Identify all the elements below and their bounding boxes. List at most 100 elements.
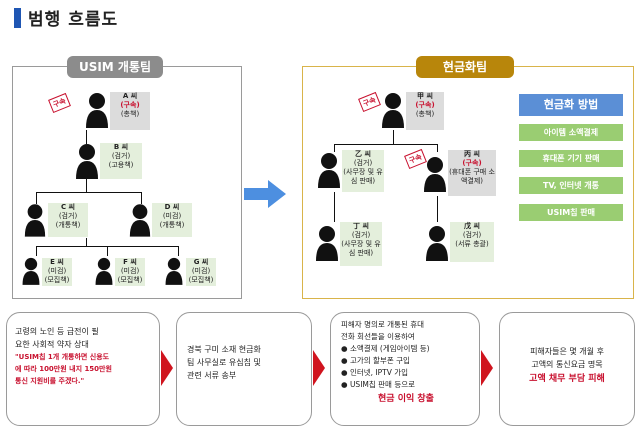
person-icon (165, 257, 183, 285)
member-status: (구속) (120, 101, 140, 109)
connector (178, 246, 179, 256)
member-card-a: A 씨 (구속) (총책) (110, 92, 150, 130)
flow-quote: 에 따라 100만원 내지 150만원 (15, 365, 112, 373)
connector (437, 144, 438, 152)
flow-text: 관련 서류 송부 (187, 371, 237, 380)
member-name: 丙 씨 (464, 150, 480, 158)
member-status: (미검) (162, 212, 182, 220)
member-name: 乙 씨 (355, 150, 371, 158)
member-card-eul: 乙 씨 (검거) (사무장 및 유심 판매) (342, 150, 384, 192)
member-role: (총책) (415, 110, 435, 118)
flow-result: 현금 이익 창출 (378, 394, 434, 404)
member-card-e: E 씨 (미검) (모집책) (42, 258, 72, 286)
member-card-jeong: 丁 씨 (검거) (사무장 및 유심 판매) (340, 222, 382, 266)
member-status: (미검) (47, 267, 67, 275)
flow-text: 고령의 노인 등 급전이 필 (15, 327, 99, 336)
member-card-f: F 씨 (미검) (모집책) (115, 258, 145, 286)
flow-step-4: 피해자들은 몇 개월 후 고액의 통신요금 명목 고액 채무 부담 피해 (499, 312, 635, 426)
member-status: (미검) (120, 267, 140, 275)
flow-chevron-icon (313, 350, 325, 386)
connector (393, 130, 394, 144)
flow-step-1: 고령의 노인 등 급전이 필 요한 사회적 약자 상대 "USIM칩 1개 개통… (6, 312, 160, 426)
member-name: 戊 씨 (464, 222, 480, 230)
flow-step-2: 경북 구미 소재 현금화 팀 사무실로 유심칩 및 관련 서류 송부 (176, 312, 312, 426)
cash-method-title: 현금화 방법 (519, 94, 623, 116)
flow-chevron-icon (481, 350, 493, 386)
member-role: (개통책) (55, 221, 81, 229)
member-name: 丁 씨 (353, 222, 369, 230)
member-name: G 씨 (193, 258, 209, 266)
member-role: (휴대폰 구매 소액결제) (449, 168, 495, 185)
member-name: C 씨 (60, 203, 75, 211)
member-card-g: G 씨 (미검) (모집책) (186, 258, 216, 286)
flow-bullet: ● 소액결제 (게임아이템 등) (341, 344, 430, 353)
member-role: (서류 총괄) (455, 240, 489, 248)
flow-text: 요한 사회적 약자 상대 (15, 340, 89, 349)
member-name: D 씨 (164, 203, 180, 211)
member-card-gap: 甲 씨 (구속) (총책) (406, 92, 444, 130)
person-icon (95, 257, 113, 285)
flow-bullet: ● 인터넷, IPTV 가입 (341, 368, 409, 377)
cash-method-item: USIM칩 판매 (519, 204, 623, 221)
flow-text: 요한 사회적 약자 상대 (15, 338, 151, 351)
person-icon (426, 226, 448, 261)
flow-text: 인터넷, IPTV 가입 (349, 368, 409, 377)
person-icon (382, 93, 404, 128)
flow-text: 피해자 명의로 개통된 휴대 (341, 320, 425, 329)
member-name: 甲 씨 (417, 92, 433, 100)
flow-result: 고액 채무 부담 피해 (529, 374, 605, 384)
member-status: (검거) (462, 231, 482, 239)
flow-text: 경북 구미 소재 현금화 (187, 345, 261, 354)
member-name: F 씨 (123, 258, 137, 266)
flow-text: 고액의 통신요금 명목 (531, 360, 603, 369)
flow-text: 피해자들은 몇 개월 후 (530, 347, 604, 356)
member-name: A 씨 (122, 92, 138, 100)
member-card-mu: 戊 씨 (검거) (서류 총괄) (450, 222, 494, 262)
flow-bullet: ● 고가의 할부폰 구입 (341, 356, 410, 365)
flow-text: USIM칩 판매 등으로 (349, 380, 416, 389)
person-icon (129, 204, 151, 237)
member-role: (사무장 및 유심 판매) (341, 240, 381, 257)
connector (437, 196, 438, 222)
member-status: (검거) (58, 212, 78, 220)
flow-chevron-icon (161, 350, 173, 386)
connector (334, 144, 335, 152)
connector (86, 238, 87, 246)
cash-method-item: TV, 인터넷 개통 (519, 177, 623, 194)
connector (36, 192, 142, 193)
member-status: (미검) (191, 267, 211, 275)
person-icon (318, 153, 340, 188)
member-status: (구속) (462, 159, 482, 167)
connector (36, 246, 37, 256)
member-role: (모집책) (117, 276, 143, 284)
title-accent-bar (14, 8, 21, 28)
cash-team-label: 현금화팀 (416, 56, 514, 78)
connector (107, 246, 108, 256)
flow-bullet: ● USIM칩 판매 등으로 (341, 380, 416, 389)
flow-step-3: 피해자 명의로 개통된 휴대 전화 회선들을 이용하여 ● 소액결제 (게임아이… (330, 312, 480, 426)
connector (86, 178, 87, 192)
person-icon (86, 93, 108, 128)
connector (334, 192, 335, 222)
member-role: (사무장 및 유심 판매) (343, 168, 383, 185)
flow-text: 고가의 할부폰 구입 (349, 356, 410, 365)
page-title: 범행 흐름도 (28, 10, 119, 30)
person-icon (76, 144, 98, 179)
usim-team-label: USIM 개통팀 (67, 56, 163, 78)
connector (141, 192, 142, 204)
flow-arrow-icon (244, 180, 286, 208)
member-name: B 씨 (113, 143, 129, 151)
member-status: (검거) (353, 159, 373, 167)
member-role: (모집책) (188, 276, 214, 284)
member-status: (구속) (415, 101, 435, 109)
connector (36, 192, 37, 204)
member-name: E 씨 (50, 258, 64, 266)
person-icon (22, 257, 40, 285)
flow-text: 소액결제 (게임아이템 등) (349, 344, 430, 353)
connector (86, 130, 87, 144)
person-icon (316, 226, 338, 261)
member-status: (검거) (351, 231, 371, 239)
member-role: (총책) (120, 110, 140, 118)
member-card-d: D 씨 (미검) (개통책) (152, 203, 192, 237)
person-icon (24, 204, 46, 237)
